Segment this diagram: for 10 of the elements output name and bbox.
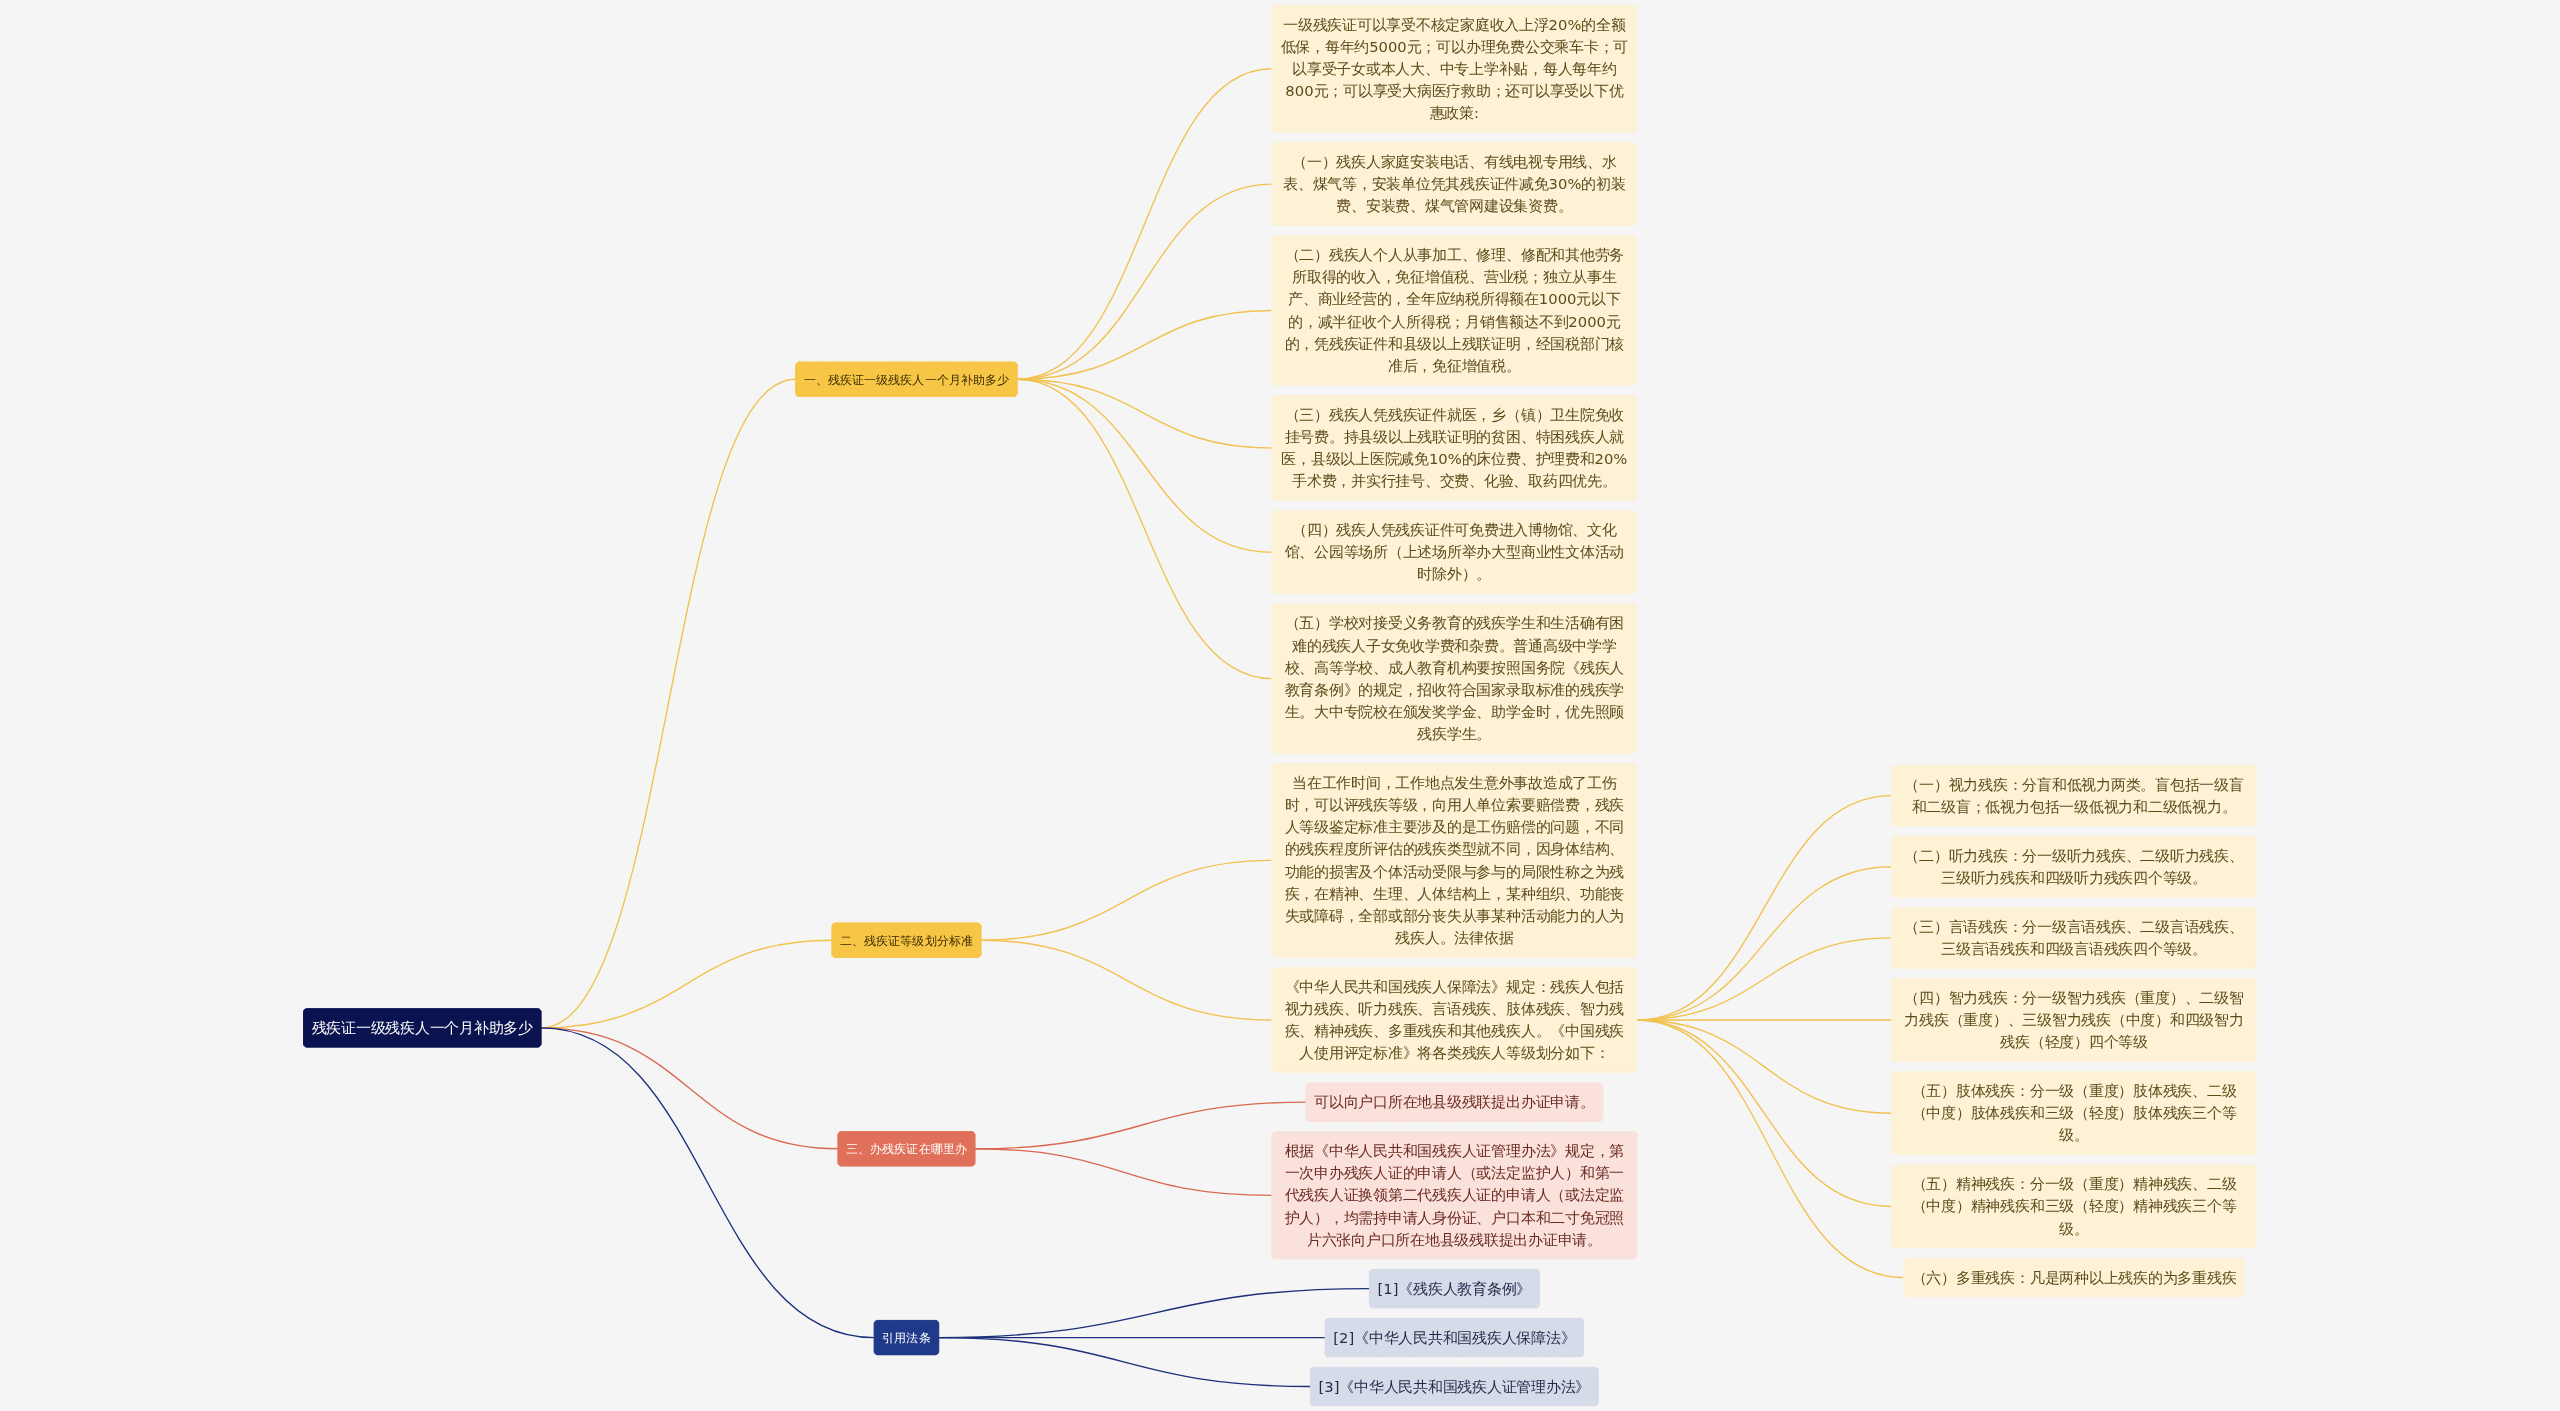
connector: [1636, 1019, 1905, 1279]
connector: [1016, 68, 1273, 380]
connector: [1016, 309, 1273, 380]
connector: [540, 1027, 875, 1339]
connector: [974, 1148, 1273, 1197]
connector: [1016, 378, 1273, 680]
connector: [938, 1336, 1312, 1388]
connector: [980, 939, 1273, 1021]
connector: [1016, 183, 1273, 380]
connector: [980, 859, 1273, 941]
